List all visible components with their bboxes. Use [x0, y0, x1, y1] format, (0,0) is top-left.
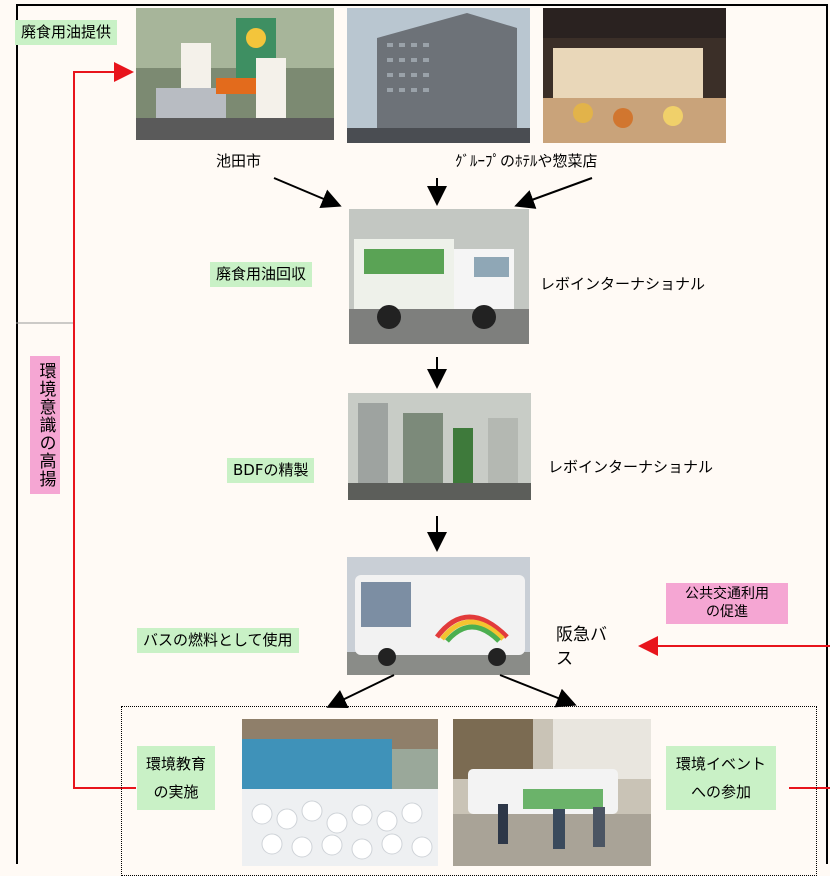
env-awareness-label: 環境意識の高揚	[30, 356, 60, 494]
company-label-1: レボインターナショナル	[540, 275, 706, 293]
bdf-refining-label: BDFの精製	[227, 458, 315, 483]
collection-truck-photo	[349, 209, 529, 344]
diagram-frame	[16, 4, 828, 864]
env-education-line-2: の実施	[153, 783, 199, 801]
arrow-deli-to-truck	[514, 177, 593, 209]
waste-oil-collection-label: 廃食用油回収	[210, 262, 313, 287]
arrow-bus-to-education	[326, 674, 395, 709]
env-education-label: 環境教育 の実施	[137, 746, 215, 810]
bus-fuel-label: バスの燃料として使用	[137, 628, 299, 653]
company-label-2: レボインターナショナル	[548, 458, 714, 476]
env-event-label: 環境イベント への参加	[666, 746, 776, 810]
waste-oil-provision-label: 廃食用油提供	[15, 20, 118, 45]
bdf-plant-photo	[348, 393, 531, 500]
arrow-bus-to-event	[499, 674, 577, 708]
event-bus-photo	[453, 719, 651, 866]
env-education-line-1: 環境教育	[145, 755, 206, 773]
hankyu-bus-label: 阪急バ ス	[556, 625, 607, 669]
group-hotels-label: ｸﾞﾙｰﾌﾟのﾎﾃﾙや惣菜店	[455, 152, 598, 170]
public-transport-line-2: の促進	[706, 603, 748, 620]
env-event-line-1: 環境イベント	[675, 755, 766, 773]
env-event-line-2: への参加	[690, 783, 751, 801]
deli-shop-photo	[543, 8, 726, 143]
oil-collection-booth-photo	[136, 8, 334, 140]
arrow-ikeda-to-truck	[273, 177, 342, 208]
school-children-bus-photo	[242, 719, 438, 866]
public-transport-line-1: 公共交通利用	[685, 586, 769, 602]
hankyu-bus-photo	[347, 557, 530, 675]
ikeda-city-label: 池田市	[216, 152, 262, 170]
feedback-arrow-left	[73, 62, 136, 789]
public-transport-label: 公共交通利用 の促進	[666, 583, 788, 624]
hotel-building-photo	[347, 8, 530, 143]
